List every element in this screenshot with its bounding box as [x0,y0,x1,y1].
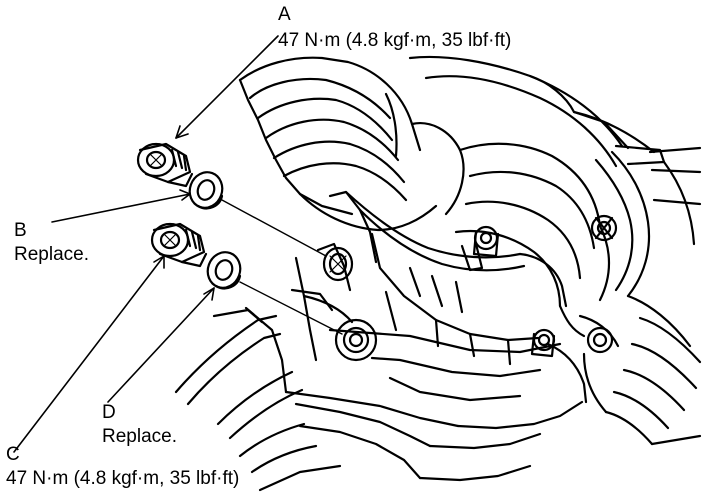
callout-c-torque: 47 N·m (4.8 kgf·m, 35 lbf·ft) [6,468,240,489]
upper-driveshaft-boot [238,56,465,232]
drain-hole-upper [322,246,354,282]
center-boot [408,55,666,338]
lower-driveshaft-boot [582,294,702,446]
sealing-washer-d [206,251,242,290]
callout-d-note: Replace. [102,426,177,447]
callout-a-torque: 47 N·m (4.8 kgf·m, 35 lbf·ft) [278,30,512,51]
callout-b-note: Replace. [14,244,89,265]
callout-b-letter: B [14,220,27,241]
case-bolts [460,225,556,358]
drain-hole-lower [334,318,378,362]
callout-d-letter: D [102,402,116,423]
leader-lines [13,35,279,453]
sealing-washer-b [188,171,224,210]
lower-subframe [174,308,342,492]
assembly-lines [221,199,343,335]
drain-plug-c [150,222,208,268]
drain-plug-a [136,142,194,188]
callout-c-letter: C [6,444,20,465]
right-mount-bracket [578,146,702,354]
callout-a-letter: A [278,4,291,25]
